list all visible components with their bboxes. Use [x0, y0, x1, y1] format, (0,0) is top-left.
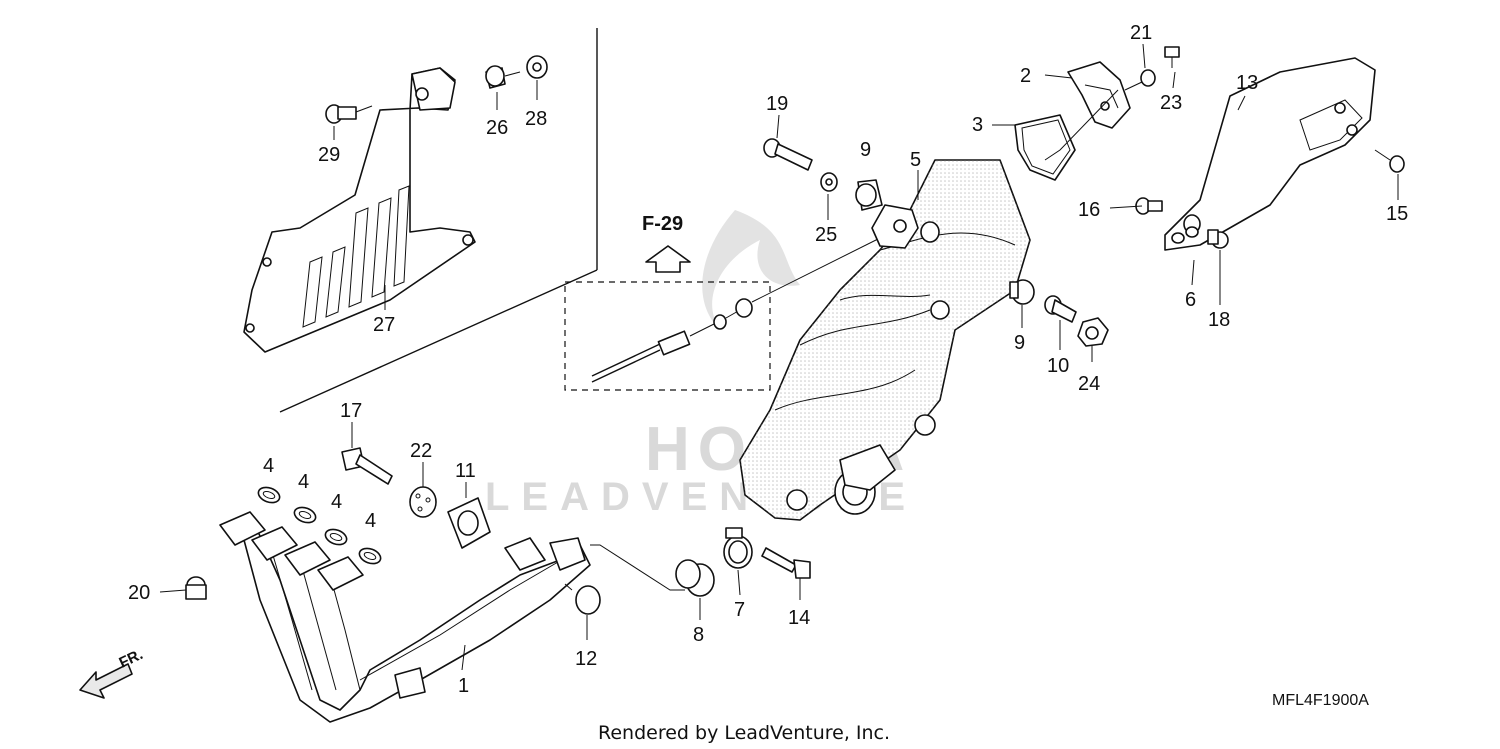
callout-29: 29 — [318, 144, 340, 166]
callout-9-upper: 9 — [860, 139, 871, 161]
callout-24: 24 — [1078, 373, 1100, 395]
grommet-11 — [447, 497, 491, 549]
bolt-18 — [1207, 229, 1229, 249]
callout-25: 25 — [815, 224, 837, 246]
bolt-14 — [761, 547, 811, 579]
callout-11: 11 — [455, 460, 476, 482]
leader-lines — [159, 43, 1399, 671]
callout-4-b: 4 — [298, 471, 309, 493]
callout-26: 26 — [486, 117, 508, 139]
callout-28: 28 — [525, 108, 547, 130]
gasket-8 — [675, 559, 715, 597]
part-heat-shield-27 — [243, 67, 476, 353]
footer-text: Rendered by LeadVenture, Inc. — [598, 722, 890, 744]
callout-5: 5 — [910, 149, 921, 171]
callout-7: 7 — [734, 599, 745, 621]
bolt-17 — [341, 447, 393, 485]
cable-assembly — [591, 237, 881, 383]
callout-8: 8 — [693, 624, 704, 646]
gasket-4-b — [293, 506, 317, 524]
bolt-15 — [1374, 149, 1405, 173]
nut-21 — [1140, 69, 1156, 87]
reference-label: F-29 — [642, 213, 683, 235]
front-label: FR. — [117, 646, 146, 672]
part-exhaust-pipe-1 — [219, 511, 591, 723]
callout-15: 15 — [1386, 203, 1408, 225]
callout-14: 14 — [788, 607, 810, 629]
callout-13: 13 — [1236, 72, 1258, 94]
damper-22 — [409, 486, 437, 518]
callout-17: 17 — [340, 400, 362, 422]
front-direction-indicator: FR. — [79, 646, 146, 699]
bolt-26 — [485, 65, 521, 89]
reference-box — [564, 281, 771, 391]
grommet-6 — [1183, 214, 1201, 238]
callout-22: 22 — [410, 440, 432, 462]
callout-4-c: 4 — [331, 491, 342, 513]
reference-arrow — [645, 245, 691, 273]
callout-18: 18 — [1208, 309, 1230, 331]
clamp-7 — [723, 527, 753, 569]
part-cover-2 — [1067, 61, 1131, 129]
part-heat-shield-13 — [1164, 57, 1376, 251]
bolt-23 — [1164, 46, 1180, 68]
callout-16: 16 — [1078, 199, 1100, 221]
bolt-20 — [185, 576, 207, 600]
callout-12: 12 — [575, 648, 597, 670]
diagram-code: MFL4F1900A — [1272, 692, 1369, 709]
grommet-9-upper — [855, 179, 883, 211]
gasket-4-c — [324, 528, 348, 546]
callout-19: 19 — [766, 93, 788, 115]
bolt-19 — [763, 138, 813, 171]
callout-10: 10 — [1047, 355, 1069, 377]
bolt-29 — [325, 104, 373, 124]
front-arrow-icon — [79, 663, 133, 699]
washer-28 — [526, 55, 548, 79]
part-muffler-5 — [739, 159, 1031, 521]
callout-27: 27 — [373, 314, 395, 336]
part-gasket-3 — [1014, 114, 1076, 181]
callout-2: 2 — [1020, 65, 1031, 87]
gasket-4-d — [358, 547, 382, 565]
nut-24 — [1077, 317, 1109, 347]
callout-1: 1 — [458, 675, 469, 697]
separator-diagonal — [279, 269, 598, 413]
callout-9-lower: 9 — [1014, 332, 1025, 354]
washer-25 — [820, 172, 838, 192]
damper-12 — [564, 583, 601, 615]
callouts: 1 2 3 4 4 4 4 5 6 7 8 9 9 10 11 12 13 14… — [128, 22, 1408, 697]
callout-3: 3 — [972, 114, 983, 136]
grommet-9-lower — [1009, 279, 1035, 305]
callout-4-a: 4 — [263, 455, 274, 477]
callout-4-d: 4 — [365, 510, 376, 532]
callout-20: 20 — [128, 582, 150, 604]
callout-21: 21 — [1130, 22, 1152, 44]
callout-23: 23 — [1160, 92, 1182, 114]
collar-10 — [1044, 295, 1077, 323]
callout-6: 6 — [1185, 289, 1196, 311]
gasket-4-a — [257, 486, 281, 504]
